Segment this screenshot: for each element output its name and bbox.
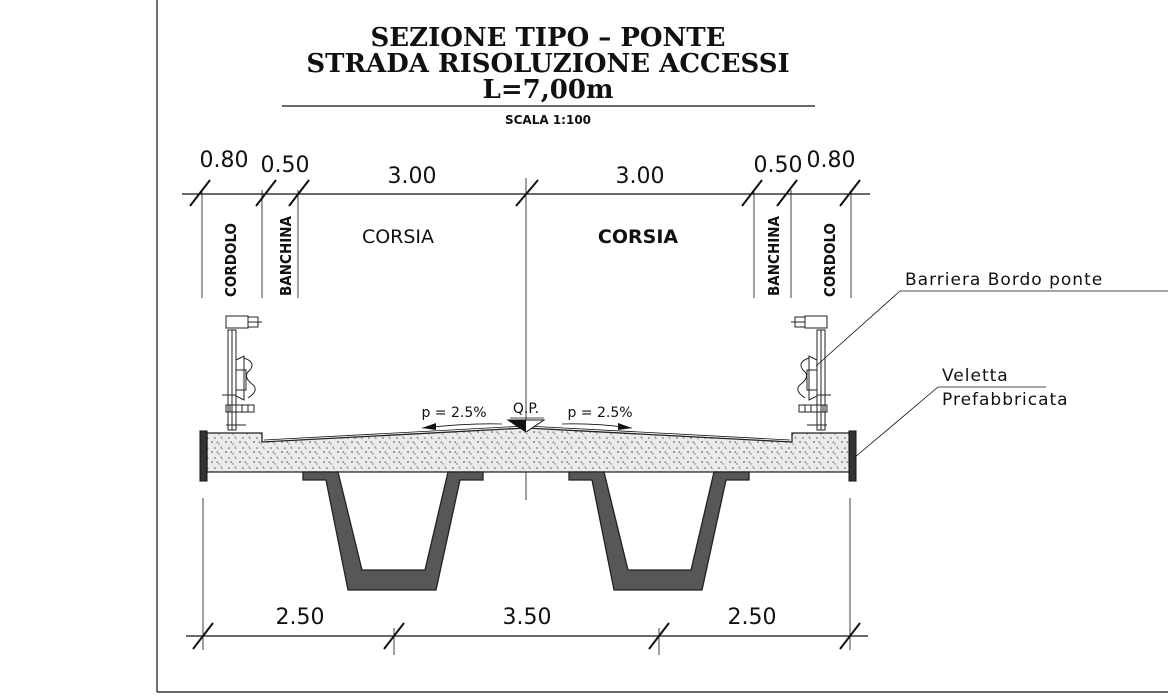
slope-left-label: p = 2.5%: [421, 405, 486, 421]
pavement-line-right: [525, 425, 791, 441]
callout-veletta: Veletta Prefabbricata: [853, 366, 1069, 459]
zone-cordolo-left: CORDOLO: [222, 223, 240, 297]
dim-cordolo-right: 0.80: [807, 148, 856, 173]
dim-corsia-right: 3.00: [616, 164, 665, 189]
callout-barrier: Barriera Bordo ponte: [815, 270, 1168, 367]
u-beam-right: [568, 471, 750, 591]
top-dimension-line: 0.80 0.50 3.00 3.00 0.50 0.80: [182, 148, 870, 207]
zone-banchina-left: BANCHINA: [277, 215, 295, 296]
slope-right-label: p = 2.5%: [567, 405, 632, 421]
deck-slab: [206, 427, 851, 473]
pavement-line: [263, 425, 527, 441]
zone-corsia-right: CORSIA: [598, 226, 678, 248]
dim-bottom-center: 3.50: [503, 605, 552, 630]
veletta-right: [848, 430, 857, 482]
dim-banchina-left: 0.50: [261, 153, 310, 178]
dim-cordolo-left: 0.80: [200, 148, 249, 173]
barrier-right: [791, 315, 831, 431]
callout-barrier-text: Barriera Bordo ponte: [905, 270, 1103, 290]
callout-veletta-line2: Prefabbricata: [942, 390, 1069, 410]
zone-corsia-left: CORSIA: [362, 226, 434, 248]
callout-veletta-line1: Veletta: [942, 366, 1009, 386]
bottom-dimension-line: 2.50 3.50 2.50: [186, 498, 868, 655]
dim-corsia-left: 3.00: [388, 164, 437, 189]
zone-cordolo-right: CORDOLO: [821, 223, 839, 297]
dim-banchina-right: 0.50: [754, 153, 803, 178]
barrier-left: [222, 315, 262, 431]
slope-annotation: p = 2.5% Q.P. p = 2.5%: [421, 401, 633, 433]
zone-banchina-right: BANCHINA: [765, 215, 783, 296]
title-block: SEZIONE TIPO – PONTE STRADA RISOLUZIONE …: [282, 23, 815, 127]
u-beam-left: [302, 471, 484, 591]
title-line-2: STRADA RISOLUZIONE ACCESSI: [306, 49, 789, 79]
scale-label: SCALA 1:100: [505, 113, 591, 127]
title-line-1: SEZIONE TIPO – PONTE: [371, 23, 726, 53]
dim-bottom-right: 2.50: [728, 605, 777, 630]
dim-bottom-left: 2.50: [276, 605, 325, 630]
qp-label: Q.P.: [513, 401, 539, 417]
title-line-3: L=7,00m: [483, 75, 614, 105]
veletta-left: [199, 430, 208, 482]
